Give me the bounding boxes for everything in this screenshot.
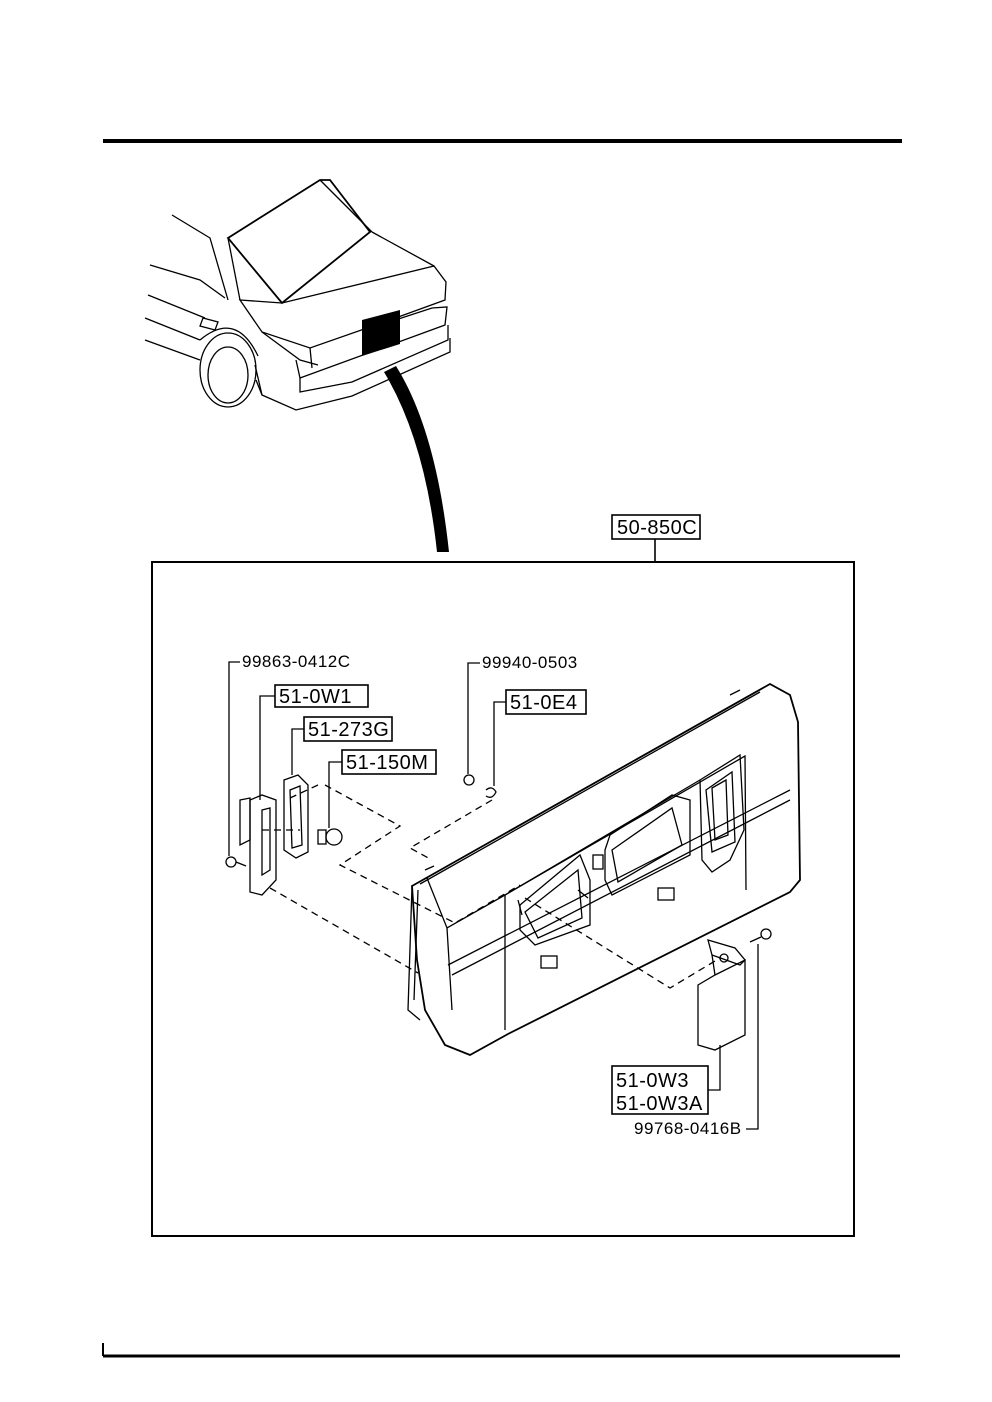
cover-leader <box>708 1045 721 1091</box>
liftgate-garnish-panel <box>407 682 801 1056</box>
bolt-left-label: 99863-0412C <box>242 652 351 671</box>
assembly-label-box <box>611 514 701 540</box>
assembly-label: 50-850C <box>617 517 697 539</box>
nut-part <box>463 774 475 786</box>
highlight-garnish-area <box>362 310 400 356</box>
clip-leader <box>493 701 506 786</box>
cover-b-label: 51-0W3A <box>616 1093 703 1115</box>
car-rear-illustration <box>144 179 451 411</box>
bulb-part <box>317 828 343 846</box>
trim-cover-part <box>697 939 746 1051</box>
bolt-left-leader <box>228 661 240 856</box>
nut-leader <box>467 662 480 774</box>
lens-gasket-part <box>283 774 309 859</box>
clip-label: 51-0E4 <box>510 692 578 714</box>
pointer-arrow <box>384 366 449 552</box>
bulb-leader <box>328 761 342 828</box>
lens-gasket-label: 51-273G <box>308 719 389 741</box>
screw-right-part <box>749 928 772 943</box>
nut-label: 99940-0503 <box>482 653 578 672</box>
lens-gasket-leader <box>291 728 304 775</box>
lamp-bracket-leader <box>259 695 275 800</box>
screw-right-label: 99768-0416B <box>634 1119 742 1138</box>
clip-part <box>485 787 497 798</box>
bulb-label: 51-150M <box>346 752 428 774</box>
lamp-bracket-label: 51-0W1 <box>279 686 352 708</box>
lamp-bracket-part <box>239 794 277 896</box>
assembly-frame <box>151 561 855 1237</box>
assembly-dashed-lines <box>262 784 721 989</box>
bolt-left-part <box>225 856 247 868</box>
screw-right-leader <box>746 944 759 1130</box>
cover-a-label: 51-0W3 <box>616 1070 689 1092</box>
